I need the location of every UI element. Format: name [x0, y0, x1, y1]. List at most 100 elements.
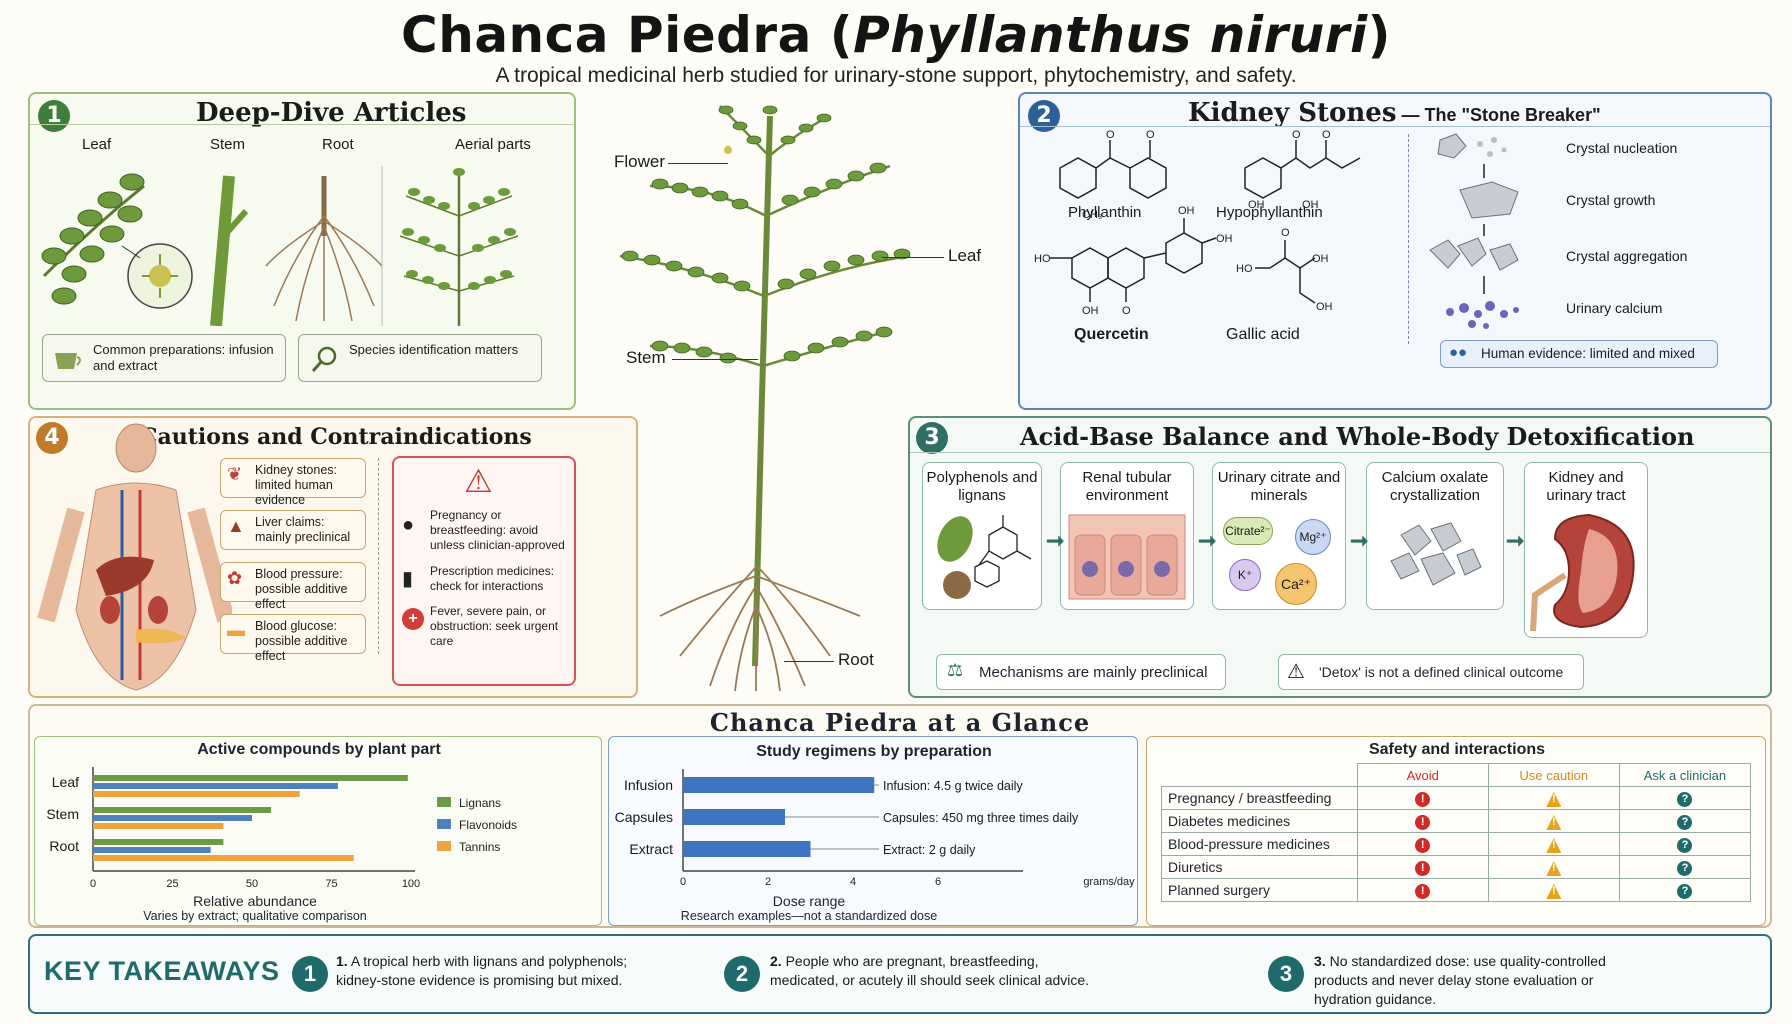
card-calcium-oxalate: Calcium oxalate crystallization — [1366, 462, 1504, 610]
takeaway-1: 1. A tropical herb with lignans and poly… — [336, 953, 628, 988]
polyphenol-molecule-icon — [937, 515, 1032, 599]
avoid-icon: ! — [1415, 792, 1431, 807]
avoid-icon: ! — [1415, 815, 1431, 830]
takeaway-number: 2 — [724, 956, 760, 992]
part-label-root: Root — [322, 136, 354, 153]
evidence-note: ●● Human evidence: limited and mixed — [1440, 340, 1718, 368]
svg-text:OH: OH — [1082, 305, 1099, 317]
caution-liver: ▲ Liver claims: mainly preclinical — [220, 510, 366, 550]
chart-xlabel: Relative abundance — [193, 893, 317, 909]
caution-icon: ! — [1546, 838, 1562, 853]
plant-label-leaf: Leaf — [948, 246, 982, 265]
svg-text:O: O — [1322, 129, 1331, 141]
svg-text:HO: HO — [1034, 253, 1051, 265]
step-urinary-calcium: Urinary calcium — [1566, 300, 1663, 316]
svg-text:O: O — [1122, 305, 1131, 317]
col-avoid: Avoid — [1356, 763, 1489, 787]
svg-text:OH: OH — [1216, 233, 1233, 245]
human-body-illustration — [37, 423, 232, 691]
category-label: Leaf — [52, 774, 79, 790]
legend-swatch — [437, 841, 451, 851]
step-crystal-nucleation: Crystal nucleation — [1566, 140, 1678, 156]
ion-potassium: K⁺ — [1229, 559, 1261, 591]
chart-title: Study regimens by preparation — [756, 743, 992, 760]
panel-number-badge: 3 — [916, 422, 948, 454]
panel-number-badge: 1 — [38, 100, 70, 132]
cup-icon — [55, 353, 81, 369]
pancreas-icon: ▬ — [227, 620, 245, 640]
panel-at-a-glance: Chanca Piedra at a Glance Active compoun… — [28, 704, 1772, 928]
ask-icon: ? — [1677, 838, 1693, 853]
people-icon: ●● — [1449, 344, 1468, 361]
ion-magnesium: Mg²⁺ — [1295, 519, 1331, 555]
tick-label: 75 — [325, 878, 337, 890]
svg-text:O: O — [1292, 129, 1301, 141]
kidney-icon: ❦ — [227, 464, 243, 484]
warning-triangle-icon: ⚠ — [464, 463, 493, 499]
bar — [93, 823, 224, 829]
data-label: Extract: 2 g daily — [883, 843, 976, 857]
legend-label: Flavonoids — [459, 818, 517, 832]
category-label: Stem — [46, 806, 79, 822]
table-row: Blood-pressure medicines!!? — [1161, 832, 1752, 856]
svg-text:OH: OH — [1316, 301, 1333, 313]
table-row: Planned surgery!!? — [1161, 878, 1752, 902]
panel-title: Acid-Base Balance and Whole-Body Detoxif… — [1020, 422, 1695, 451]
chart-title: Active compounds by plant part — [197, 741, 441, 758]
table-row: Pregnancy / breastfeeding!!? — [1161, 786, 1752, 810]
warning-urgent: Fever, severe pain, or obstruction: seek… — [430, 604, 559, 648]
ask-icon: ? — [1677, 861, 1693, 876]
legend-label: Lignans — [459, 796, 501, 810]
chart-note: Varies by extract; qualitative compariso… — [143, 909, 367, 923]
caution-icon: ! — [1546, 861, 1562, 876]
compound-phyllanthin: Phyllanthin — [1068, 204, 1142, 221]
caution-icon: ! — [1546, 792, 1562, 807]
tick-label: 50 — [246, 878, 258, 890]
category-label: Root — [49, 838, 79, 854]
step-crystal-growth: Crystal growth — [1566, 192, 1656, 208]
liver-icon: ▲ — [227, 516, 245, 536]
bar — [93, 847, 211, 853]
warning-icon: ⚠ — [1287, 661, 1305, 683]
svg-text:OH: OH — [1248, 199, 1265, 211]
bar — [93, 815, 252, 821]
avoid-icon: ! — [1415, 884, 1431, 899]
kidney-icon — [1530, 513, 1635, 632]
panel-title: Deep-Dive Articles — [196, 98, 467, 128]
warning-box: ⚠ ● Pregnancy or breastfeeding: avoid un… — [392, 456, 576, 686]
category-label: Infusion — [624, 777, 673, 793]
part-label-stem: Stem — [210, 136, 246, 153]
renal-tubular-cells-illustration — [1068, 514, 1186, 600]
pregnancy-icon: ● — [402, 514, 415, 536]
takeaway-3: 3. No standardized dose: use quality-con… — [1314, 953, 1606, 1007]
card-polyphenols: Polyphenols and lignans — [922, 462, 1042, 610]
note-preclinical: ⚖ Mechanisms are mainly preclinical — [936, 654, 1226, 690]
page-subtitle: A tropical medicinal herb studied for ur… — [495, 64, 1297, 87]
caution-icon: ! — [1546, 884, 1562, 899]
legend-swatch — [437, 819, 451, 829]
card-kidney-urinary-tract: Kidney and urinary tract — [1524, 462, 1648, 638]
glance-title: Chanca Piedra at a Glance — [709, 708, 1091, 737]
unit-label: grams/day — [1083, 876, 1135, 888]
compound-quercetin: Quercetin — [1074, 326, 1149, 343]
arrow-icon: ➞ — [1350, 528, 1369, 553]
plant-label-root: Root — [838, 650, 874, 669]
col-use-caution: Use caution — [1487, 763, 1620, 787]
ion-citrate: Citrate²⁻ — [1223, 517, 1273, 545]
note-detox: ⚠ 'Detox' is not a defined clinical outc… — [1278, 654, 1584, 690]
compound-hypophyllanthin: Hypophyllanthin — [1216, 204, 1323, 221]
bar — [683, 841, 811, 857]
panel-number-badge: 4 — [36, 422, 68, 454]
compound-gallic-acid: Gallic acid — [1226, 326, 1300, 343]
caution-kidney-stones: ❦ Kidney stones: limited human evidence — [220, 458, 366, 507]
bar — [93, 839, 224, 845]
blood-vessel-icon: ✿ — [227, 568, 243, 588]
bar — [93, 775, 408, 781]
pill-bottle-icon: ▮ — [402, 568, 414, 590]
crystal-formation-illustration — [1429, 133, 1519, 329]
svg-text:HO: HO — [1236, 263, 1253, 275]
card-urinary-citrate: Urinary citrate and minerals Citrate²⁻ M… — [1212, 462, 1346, 610]
